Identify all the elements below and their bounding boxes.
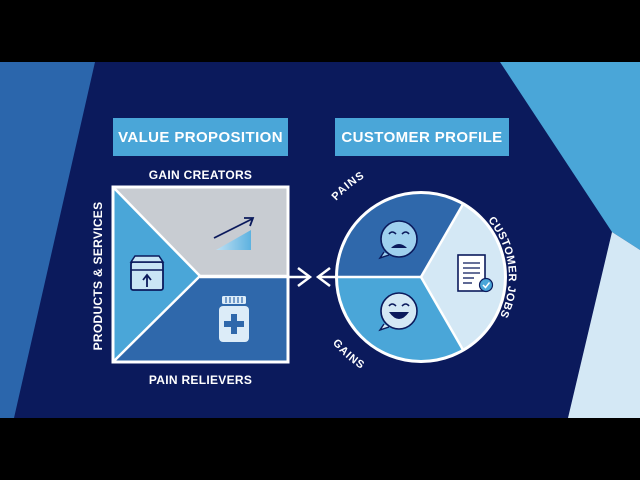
right-accent-bottom [568,232,640,418]
document-check-icon [457,254,494,293]
pain-relievers-label: PAIN RELIEVERS [148,373,253,387]
letterbox-bottom [0,418,640,480]
background [0,62,640,418]
medicine-bottle-icon [219,296,249,342]
crying-face-icon [378,220,418,260]
trend-chart-icon [213,217,255,250]
box-upload-icon [129,255,165,291]
customer-profile-border [335,191,507,363]
gain-creators-label: GAIN CREATORS [148,168,253,182]
value-map-border [111,185,290,364]
value-proposition-header: VALUE PROPOSITION [113,118,288,156]
laughing-face-icon [378,292,418,332]
products-services-label: PRODUCTS & SERVICES [91,201,105,351]
left-accent-stripe [0,62,95,418]
right-accent-top [500,62,640,250]
customer-profile-header: CUSTOMER PROFILE [335,118,509,156]
value-map [111,185,290,364]
letterbox-top [0,0,640,62]
left-arrow-icon [315,267,331,287]
customer-profile-circle [335,191,507,363]
right-arrow-icon [297,267,313,287]
gain-creators-region [113,187,288,276]
